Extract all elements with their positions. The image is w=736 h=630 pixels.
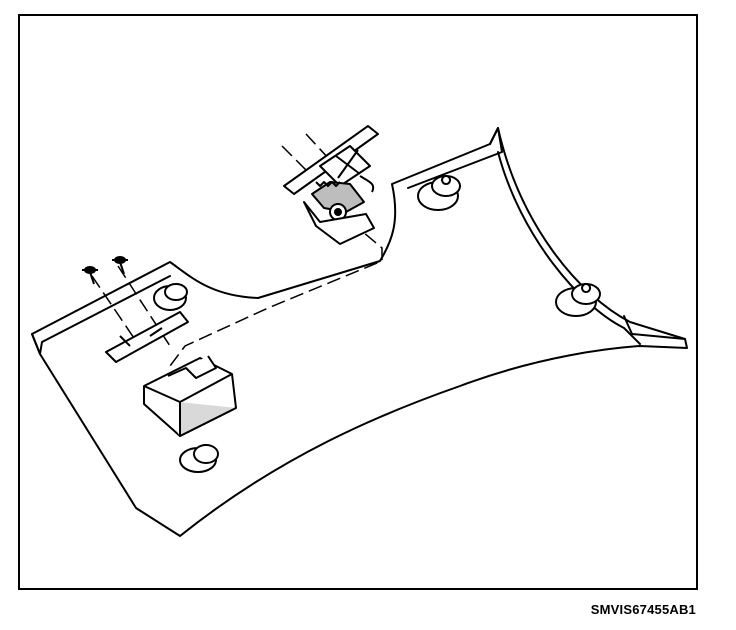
guide-line-clip-right (169, 220, 383, 367)
clip-boss-left (153, 283, 188, 311)
guide-line-screw-1 (91, 275, 139, 345)
panel-lip (31, 333, 41, 355)
exploded-view-drawing (31, 125, 688, 537)
clip-boss-right (555, 283, 601, 317)
retainer-block (143, 355, 237, 437)
bracket-plate (105, 311, 189, 363)
latch-mechanism (283, 125, 379, 245)
clip-boss-top (417, 175, 461, 211)
panel-lip-right (497, 151, 641, 345)
figure-identifier: SMVIS67455AB1 (590, 602, 696, 617)
trim-panel-outline (31, 127, 688, 537)
clip-boss-bottom (179, 444, 219, 473)
guide-line-top-1 (281, 145, 311, 175)
screw-1 (82, 266, 98, 285)
guide-line-screw-2 (117, 265, 171, 347)
screw-2 (112, 256, 128, 275)
illustration-frame (18, 14, 698, 590)
